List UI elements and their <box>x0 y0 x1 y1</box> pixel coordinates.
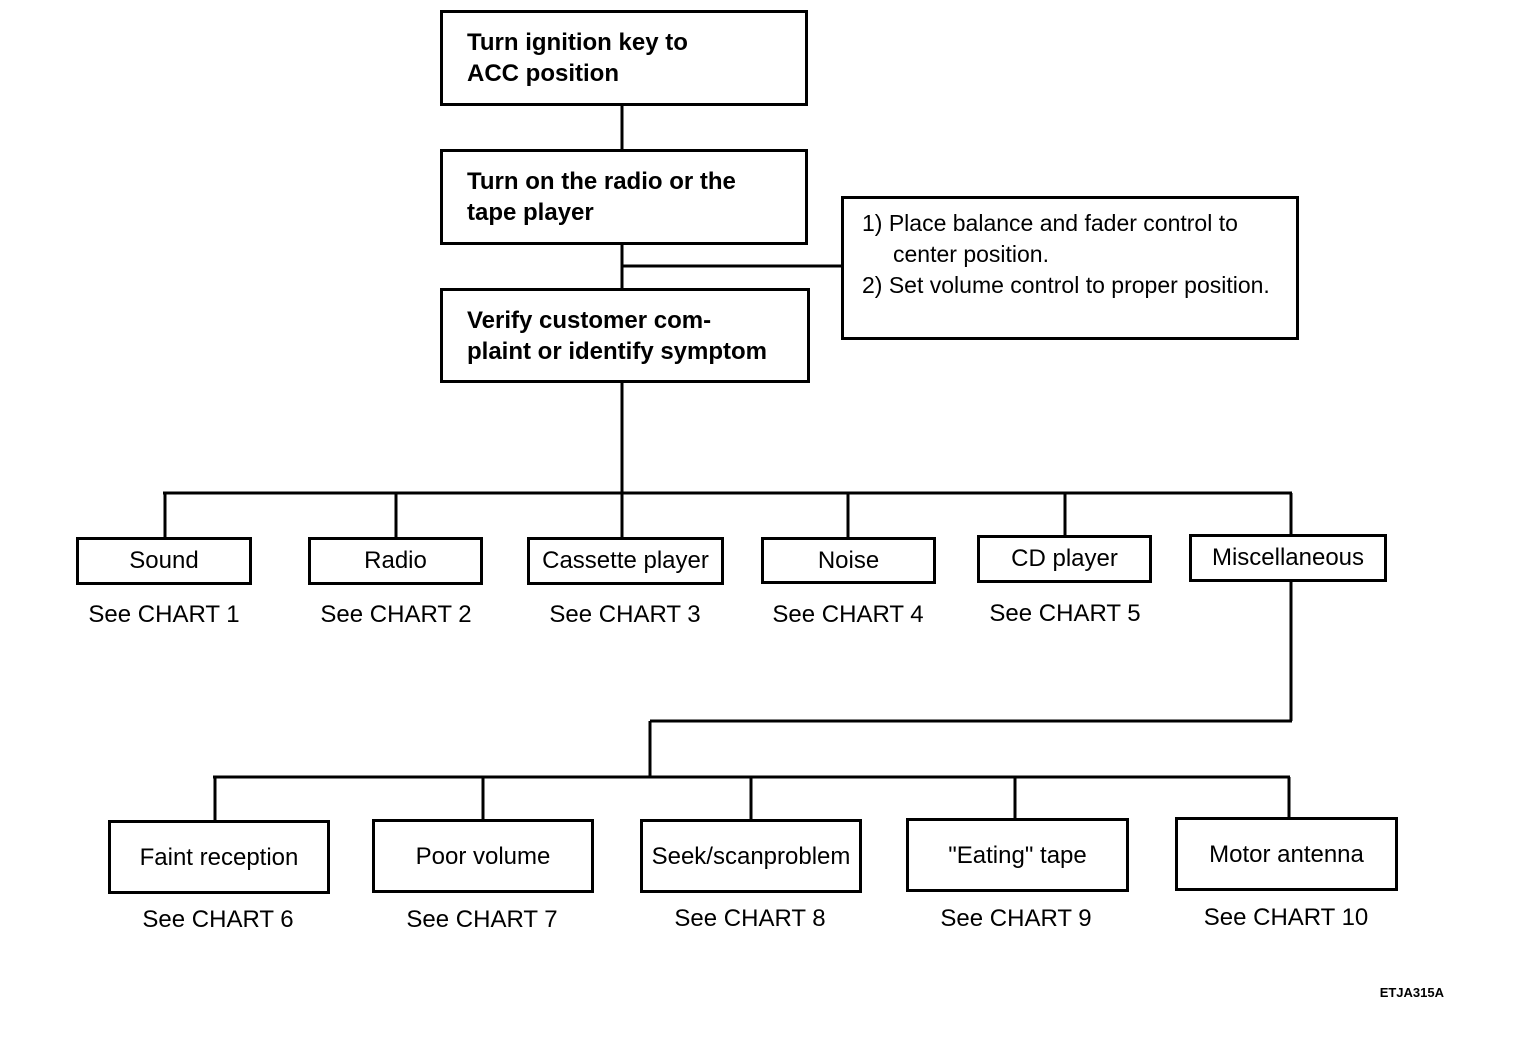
figure-code: ETJA315A <box>1379 985 1444 1000</box>
note-item-volume: 2) Set volume control to proper position… <box>862 272 1270 298</box>
category-noise: Noise <box>761 537 936 584</box>
misc-seek-scan-line-2: problem <box>763 842 851 870</box>
misc-poor-volume-label: Poor volume <box>415 842 551 870</box>
misc-eating-tape-label: "Eating" tape <box>948 841 1087 869</box>
step-verify-line-1: Verify customer com- <box>467 307 712 334</box>
misc-seek-scan-problem: Seek/scan problem <box>640 819 862 893</box>
ref-chart-2: See CHART 2 <box>320 601 472 628</box>
category-radio: Radio <box>308 537 483 585</box>
ref-chart-6: See CHART 6 <box>142 906 294 933</box>
step-ignition-acc: Turn ignition key to ACC position <box>440 10 808 106</box>
ref-chart-7: See CHART 7 <box>406 906 558 933</box>
misc-motor-antenna: Motor antenna <box>1175 817 1398 891</box>
ref-chart-4: See CHART 4 <box>772 601 924 628</box>
ref-chart-10: See CHART 10 <box>1203 904 1369 931</box>
misc-faint-reception: Faint reception <box>108 820 330 894</box>
ref-chart-1: See CHART 1 <box>88 601 240 628</box>
misc-poor-volume: Poor volume <box>372 819 594 893</box>
ref-chart-3: See CHART 3 <box>549 601 701 628</box>
misc-eating-tape: "Eating" tape <box>906 818 1129 892</box>
ref-chart-9: See CHART 9 <box>940 905 1092 932</box>
category-cd-player: CD player <box>977 535 1152 583</box>
ref-chart-8: See CHART 8 <box>674 905 826 932</box>
category-miscellaneous: Miscellaneous <box>1189 534 1387 582</box>
misc-seek-scan-line-1: Seek/scan <box>651 842 764 870</box>
step-turn-on-radio: Turn on the radio or the tape player <box>440 149 808 245</box>
step-ignition-line-1: Turn ignition key to <box>467 29 688 56</box>
step-ignition-line-2: ACC position <box>467 60 619 87</box>
category-sound: Sound <box>76 537 252 585</box>
step-verify-complaint: Verify customer com- plaint or identify … <box>440 288 810 383</box>
ref-chart-5: See CHART 5 <box>989 600 1141 627</box>
misc-motor-antenna-label: Motor antenna <box>1209 840 1364 868</box>
note-item-balance-fader: 1) Place balance and fader control to ce… <box>862 210 1238 267</box>
category-cassette-player: Cassette player <box>527 537 724 585</box>
step-radio-line-1: Turn on the radio or the <box>467 168 736 195</box>
preparation-note: 1) Place balance and fader control to ce… <box>841 196 1299 340</box>
step-verify-line-2: plaint or identify symptom <box>467 338 768 365</box>
misc-faint-reception-label: Faint reception <box>139 843 299 871</box>
step-radio-line-2: tape player <box>467 199 594 226</box>
